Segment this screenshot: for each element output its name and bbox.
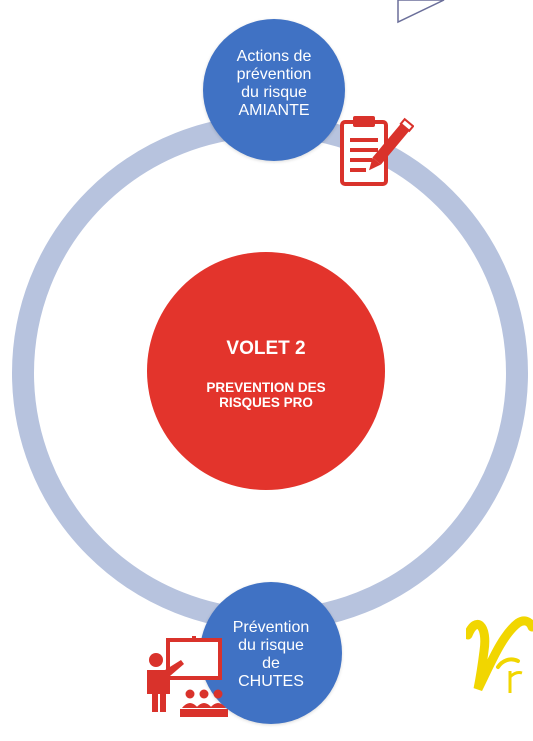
node-chutes-line: Prévention bbox=[232, 619, 310, 636]
node-chutes: Prévention du risque de CHUTES bbox=[200, 582, 342, 724]
presentation-teacher-icon bbox=[147, 636, 228, 717]
node-chutes-label: Prévention du risque de CHUTES bbox=[214, 619, 329, 691]
center-circle: VOLET 2 PREVENTION DES RISQUES PRO bbox=[147, 252, 385, 490]
clipboard-pencil-icon bbox=[340, 116, 414, 186]
node-chutes-line: CHUTES bbox=[238, 673, 304, 690]
logo-watermark bbox=[466, 616, 533, 693]
node-amiante-line: AMIANTE bbox=[238, 102, 310, 119]
node-amiante-label: Actions de prévention du risque AMIANTE bbox=[217, 48, 332, 120]
node-amiante: Actions de prévention du risque AMIANTE bbox=[203, 19, 345, 161]
node-chutes-line: de bbox=[262, 655, 280, 672]
center-subtitle-line1: PREVENTION DES bbox=[206, 380, 326, 395]
node-amiante-line: prévention bbox=[236, 66, 312, 83]
node-chutes-line: du risque bbox=[238, 637, 304, 654]
center-subtitle: PREVENTION DES RISQUES PRO bbox=[147, 380, 385, 410]
center-subtitle-line2: RISQUES PRO bbox=[219, 395, 313, 410]
node-amiante-line: Actions de bbox=[236, 48, 312, 65]
arrow-callout-shape bbox=[397, 0, 445, 24]
center-title: VOLET 2 bbox=[226, 338, 306, 359]
node-amiante-line: du risque bbox=[241, 84, 307, 101]
